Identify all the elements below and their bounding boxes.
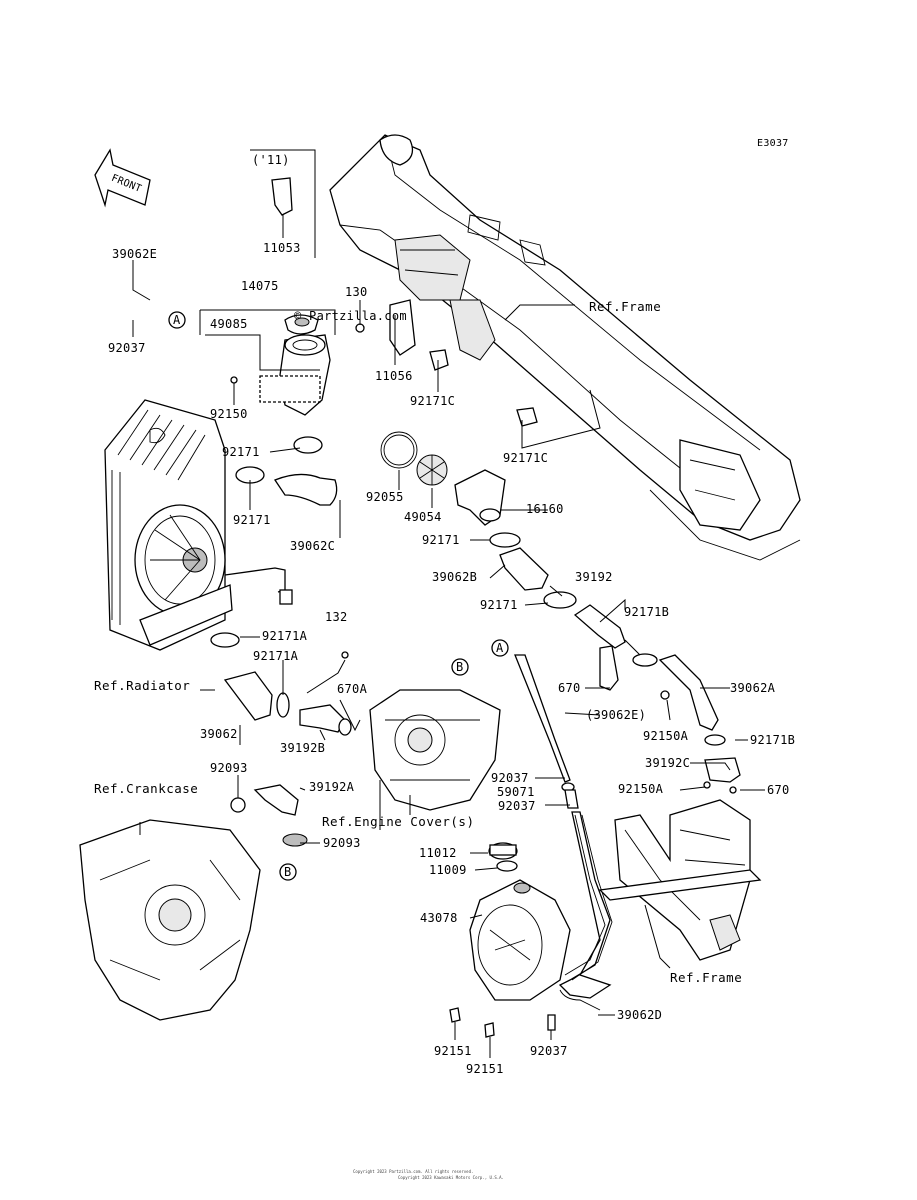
label-92171-b: 92171: [233, 513, 271, 527]
label-92151-b: 92151: [466, 1062, 504, 1076]
ref-engine-cover: Ref.Engine Cover(s): [322, 814, 475, 829]
label-670-a: 670: [558, 681, 581, 695]
label-130: 130: [345, 285, 368, 299]
label-92171A-a: 92171A: [262, 629, 308, 643]
label-92150A-b: 92150A: [618, 782, 664, 796]
label-92171-c: 92171: [422, 533, 460, 547]
label-11056: 11056: [375, 369, 413, 383]
label-39192B: 39192B: [280, 741, 325, 755]
part-labels: E3037 © Partzilla.com ('11) 11053 39062E…: [108, 138, 795, 1076]
thermostat-housing: [230, 177, 549, 591]
label-92150A-a: 92150A: [643, 729, 689, 743]
breather-assembly: [449, 654, 613, 1038]
label-11009: 11009: [429, 863, 467, 877]
label-92037-a: 92037: [108, 341, 146, 355]
callout-a-1: A: [173, 313, 181, 327]
callout-b-1: B: [456, 660, 464, 674]
label-92055: 92055: [366, 490, 404, 504]
label-39192: 39192: [575, 570, 613, 584]
label-39062E: 39062E: [112, 247, 157, 261]
label-92093-b: 92093: [323, 836, 361, 850]
frame-top-drawing: [329, 134, 801, 561]
diagram-code: E3037: [757, 138, 789, 149]
footer-line-2: Copyright 2023 Kawasaki Motors Corp., U.…: [398, 1175, 504, 1180]
callouts: A A B B: [168, 311, 509, 881]
ref-frame-bottom: Ref.Frame: [670, 970, 742, 985]
label-39192C: 39192C: [645, 756, 690, 770]
label-39062A: 39062A: [730, 681, 776, 695]
label-39062E-paren: (39062E): [586, 708, 646, 722]
engine-cover-drawing: [210, 632, 501, 811]
label-11053: 11053: [263, 241, 301, 255]
label-92150: 92150: [210, 407, 248, 421]
radiator-drawing: [104, 399, 293, 651]
label-132: 132: [325, 610, 348, 624]
label-92171B-a: 92171B: [624, 605, 669, 619]
watermark: © Partzilla.com: [294, 309, 407, 323]
label-39062B: 39062B: [432, 570, 477, 584]
frame-bottom-drawing: [598, 799, 762, 961]
label-39062D: 39062D: [617, 1008, 662, 1022]
label-39062C: 39062C: [290, 539, 335, 553]
reference-labels: Ref.Frame Ref.Radiator Ref.Crankcase Ref…: [94, 299, 742, 985]
ref-radiator: Ref.Radiator: [94, 678, 190, 693]
label-11-note: ('11): [252, 153, 290, 167]
callout-b-2: B: [284, 865, 292, 879]
hoses-right: [543, 591, 741, 794]
footer-line-1: Copyright 2023 Partzilla.com. All rights…: [353, 1169, 473, 1174]
label-92171-d: 92171: [480, 598, 518, 612]
label-670-b: 670: [767, 783, 790, 797]
label-49054: 49054: [404, 510, 442, 524]
label-92037-d: 92037: [530, 1044, 568, 1058]
label-92093-a: 92093: [210, 761, 248, 775]
label-670A: 670A: [337, 682, 368, 696]
leader-lines: [132, 149, 765, 1058]
label-92171-a: 92171: [222, 445, 260, 459]
label-59071: 59071: [497, 785, 535, 799]
label-39192A: 39192A: [309, 780, 355, 794]
label-92171C-b: 92171C: [503, 451, 548, 465]
label-92037-b: 92037: [491, 771, 529, 785]
callout-a-2: A: [496, 641, 504, 655]
label-14075: 14075: [241, 279, 279, 293]
label-16160: 16160: [526, 502, 564, 516]
label-92151-a: 92151: [434, 1044, 472, 1058]
label-92171B-b: 92171B: [750, 733, 795, 747]
label-92171C-a: 92171C: [410, 394, 455, 408]
crankcase-drawing: [79, 784, 308, 1021]
label-49085: 49085: [210, 317, 248, 331]
ref-frame-top: Ref.Frame: [589, 299, 661, 314]
label-43078: 43078: [420, 911, 458, 925]
label-92171A-b: 92171A: [253, 649, 299, 663]
footer: Copyright 2023 Partzilla.com. All rights…: [353, 1169, 504, 1180]
label-11012: 11012: [419, 846, 457, 860]
label-39062: 39062: [200, 727, 238, 741]
front-arrow: FRONT: [94, 148, 151, 208]
label-92037-c: 92037: [498, 799, 536, 813]
ref-crankcase: Ref.Crankcase: [94, 781, 198, 796]
